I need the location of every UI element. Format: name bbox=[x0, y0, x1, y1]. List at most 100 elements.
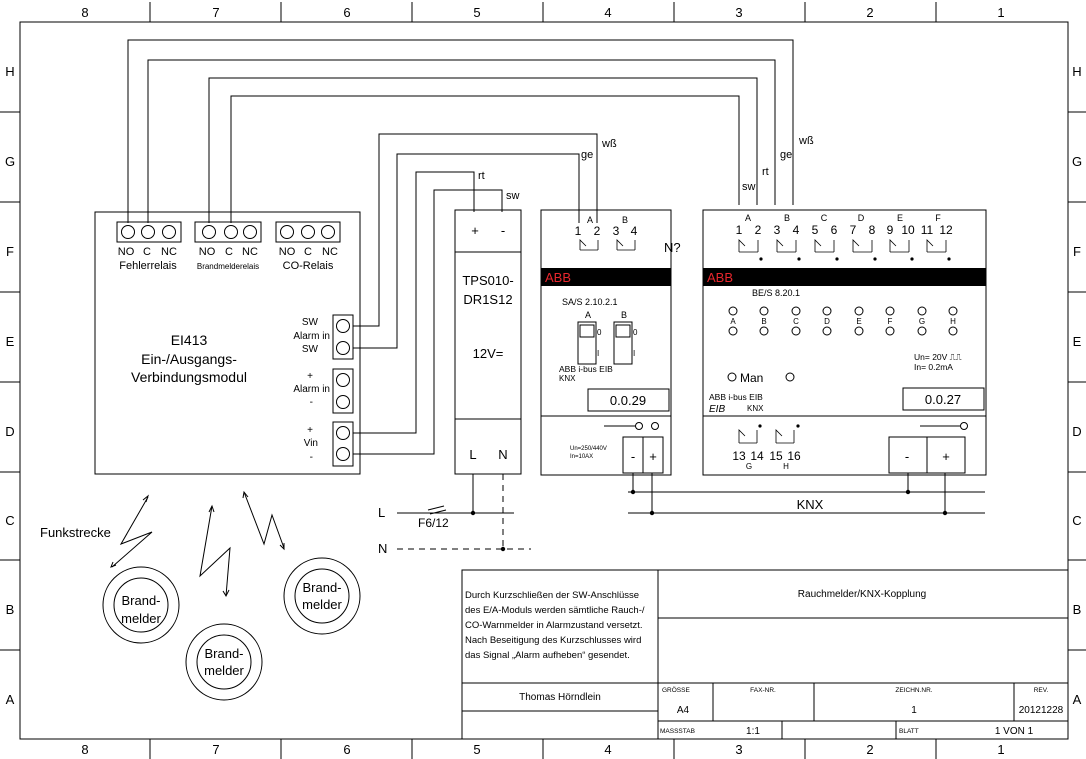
funkstrecke-label: Funkstrecke bbox=[40, 525, 111, 540]
wire-label-ge-sas: ge bbox=[581, 149, 593, 161]
bes-terminal-12: 12 bbox=[939, 223, 953, 237]
row-left-h: H bbox=[5, 64, 14, 79]
col-top-3: 6 bbox=[343, 5, 350, 20]
row-right-h: H bbox=[1072, 64, 1081, 79]
sas-plus: + bbox=[649, 449, 657, 464]
knx-bus: KNX bbox=[628, 473, 985, 516]
io-vin: Vin bbox=[304, 438, 318, 449]
blatt-label: BLATT bbox=[899, 728, 919, 735]
col-top-7: 2 bbox=[866, 5, 873, 20]
sas-model: SA/S 2.10.2.1 bbox=[562, 297, 618, 307]
bes-led-top-6 bbox=[885, 306, 895, 316]
sas-terminal-3: 3 bbox=[613, 224, 620, 238]
bes-channel-h: H bbox=[783, 462, 789, 471]
drawing-title: Rauchmelder/KNX-Kopplung bbox=[798, 589, 926, 600]
bes-terminal-6: 6 bbox=[831, 223, 838, 237]
bes-minus: - bbox=[905, 449, 909, 464]
ei413-title: EI413 bbox=[171, 332, 208, 348]
ei413-module: NO C NC NO C NC NO C NC Fehlerrelais Bra… bbox=[94, 211, 361, 475]
bes-terminal-15: 15 bbox=[769, 449, 783, 463]
bes-contact-6 bbox=[926, 239, 951, 261]
fehler-c: C bbox=[143, 246, 151, 258]
row-left-b: B bbox=[6, 602, 15, 617]
fehler-nc: NC bbox=[161, 246, 177, 258]
description-line-5: das Signal „Alarm aufheben“ gesendet. bbox=[465, 650, 630, 661]
wire-label-rt-bes: rt bbox=[762, 166, 769, 178]
col-bottom-2: 7 bbox=[212, 742, 219, 757]
row-right-c: C bbox=[1072, 513, 1081, 528]
sas-bus-line-1: ABB i-bus EIB bbox=[559, 364, 613, 374]
bes-channel-a: A bbox=[745, 213, 751, 223]
bes-channel-f: F bbox=[935, 213, 941, 223]
row-right-a: A bbox=[1073, 692, 1082, 707]
wire-label-sw-psu: sw bbox=[506, 190, 520, 202]
groesse-label: GRÖSSE bbox=[662, 686, 690, 694]
col-top-4: 5 bbox=[473, 5, 480, 20]
ei413-subtitle-2: Verbindungsmodul bbox=[131, 369, 247, 385]
ei413-subtitle-1: Ein-/Ausgangs- bbox=[141, 351, 237, 367]
col-top-2: 7 bbox=[212, 5, 219, 20]
row-left-g: G bbox=[5, 154, 15, 169]
bes-terminal-13: 13 bbox=[732, 449, 746, 463]
zeichn-label: ZEICHN.NR. bbox=[895, 687, 932, 694]
bes-terminal-3: 3 bbox=[774, 223, 781, 237]
sas-switch-a-0: 0 bbox=[597, 328, 602, 337]
bes-bus-line-1: ABB i-bus EIB bbox=[709, 392, 763, 402]
col-bottom-8: 1 bbox=[997, 742, 1004, 757]
power-supply: + - TPS010- DR1S12 12V= L N bbox=[454, 209, 522, 475]
row-left-a: A bbox=[6, 692, 15, 707]
bes-address: 0.0.27 bbox=[925, 392, 961, 407]
bes-channel-g: G bbox=[746, 462, 752, 471]
bes-led-h: H bbox=[950, 317, 956, 326]
bes-led-bottom-5 bbox=[854, 326, 864, 336]
psu-voltage: 12V= bbox=[473, 346, 504, 361]
description-line-1: Durch Kurzschließen der SW-Anschlüsse bbox=[465, 590, 639, 601]
sas-minus: - bbox=[631, 449, 635, 464]
bes-led-bottom-2 bbox=[759, 326, 769, 336]
bes-led-bottom-4 bbox=[822, 326, 832, 336]
groesse-value: A4 bbox=[677, 705, 690, 716]
fehler-no: NO bbox=[118, 246, 135, 258]
sas-terminal-4: 4 bbox=[631, 224, 638, 238]
sas-note: N? bbox=[664, 240, 681, 255]
col-top-5: 4 bbox=[604, 5, 611, 20]
smoke-detector-2: Brand- melder bbox=[185, 623, 263, 701]
title-block: Durch Kurzschließen der SW-Anschlüsse de… bbox=[461, 569, 1069, 740]
psu-n: N bbox=[498, 447, 507, 462]
sas-switch-a-label: A bbox=[585, 310, 591, 320]
bes-terminal-2: 2 bbox=[755, 223, 762, 237]
co-nc: NC bbox=[322, 246, 338, 258]
radio-link: Funkstrecke bbox=[40, 490, 285, 598]
bes-led-f: F bbox=[888, 317, 893, 326]
col-bottom-1: 8 bbox=[81, 742, 88, 757]
col-bottom-3: 6 bbox=[343, 742, 350, 757]
row-left-d: D bbox=[5, 424, 14, 439]
bes-terminal-9: 9 bbox=[887, 223, 894, 237]
detector-3-line-1: Brand- bbox=[302, 580, 341, 595]
bes-terminal-14: 14 bbox=[750, 449, 764, 463]
description-line-3: CO-Warnmelder in Alarmzustand versetzt. bbox=[465, 620, 643, 631]
bes-channel-e: E bbox=[897, 213, 903, 223]
psu-l: L bbox=[469, 447, 476, 462]
sas-address: 0.0.29 bbox=[610, 393, 646, 408]
io-sw-1: SW bbox=[302, 317, 319, 328]
co-no: NO bbox=[279, 246, 296, 258]
row-left-c: C bbox=[5, 513, 14, 528]
bes-terminal-7: 7 bbox=[850, 223, 857, 237]
col-top-1: 8 bbox=[81, 5, 88, 20]
rev-label: REV. bbox=[1034, 687, 1049, 694]
wire-label-sw-bes: sw bbox=[742, 181, 756, 193]
psu-model-1: TPS010- bbox=[462, 273, 513, 288]
bes-led-b: B bbox=[761, 317, 766, 326]
brandmelderelais-label: Brandmelderelais bbox=[197, 262, 259, 271]
bes-channel-b: B bbox=[784, 213, 790, 223]
io-plus-2: + bbox=[307, 425, 313, 436]
psu-plus: + bbox=[471, 223, 479, 238]
wire-label-rt-psu: rt bbox=[478, 170, 485, 182]
sas-actuator: ABB A B 1 2 3 4 N? SA/S 2.10.2.1 A B 0 I… bbox=[540, 209, 681, 476]
bes-contact-1 bbox=[738, 239, 763, 261]
col-bottom-7: 2 bbox=[866, 742, 873, 757]
bes-brand-logo: ABB bbox=[707, 270, 733, 285]
bes-rating-1: Un= 20V ⎍⎍ bbox=[914, 352, 963, 362]
